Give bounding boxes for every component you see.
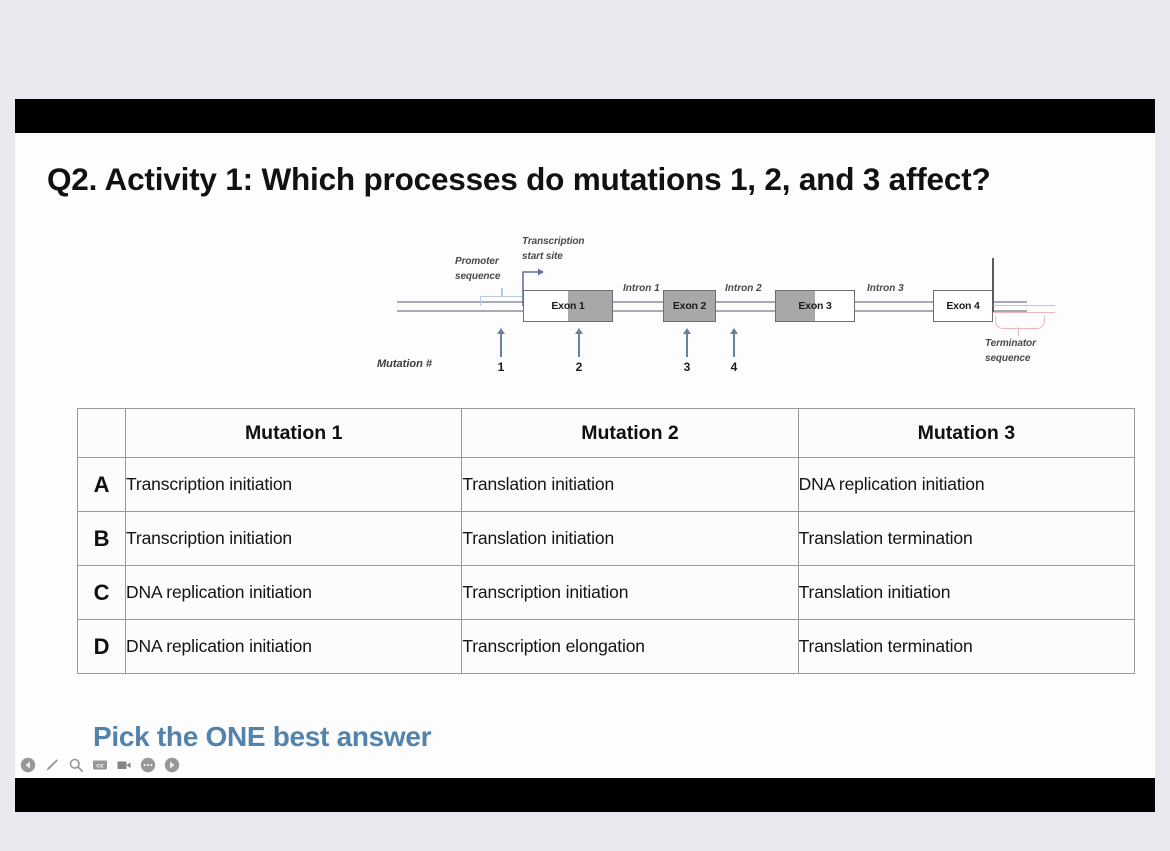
table-row[interactable]: A Transcription initiation Translation i… [76, 457, 1136, 512]
exon-2-label: Exon 2 [672, 300, 707, 312]
table-row[interactable]: C DNA replication initiation Transcripti… [76, 565, 1136, 620]
mutation-number-2: 2 [575, 360, 583, 374]
exon-4-label: Exon 4 [946, 300, 980, 312]
table-header-mutation-2: Mutation 2 [461, 408, 799, 458]
promoter-bracket [480, 296, 526, 306]
intron-2-label: Intron 2 [725, 283, 762, 294]
tss-label-line2: start site [522, 251, 563, 262]
option-d-mutation-3: Translation termination [797, 619, 1136, 674]
terminator-line-bottom [993, 312, 1055, 314]
table-row[interactable]: B Transcription initiation Translation i… [76, 511, 1136, 566]
promoter-bracket-stem [501, 288, 503, 297]
exon-1-shading [568, 291, 612, 321]
option-b-mutation-2: Translation initiation [461, 511, 799, 566]
exon-2-box: Exon 2 [663, 290, 716, 322]
exon-3-box: Exon 3 [775, 290, 855, 322]
promoter-label-line2: sequence [455, 271, 501, 282]
terminator-line-top [993, 305, 1055, 307]
mutation-arrow-4 [730, 328, 738, 357]
letterbox-top [15, 99, 1155, 133]
table-header-mutation-1: Mutation 1 [125, 408, 463, 458]
table-header-mutation-3: Mutation 3 [797, 408, 1136, 458]
mutation-arrow-2 [575, 328, 583, 357]
mutation-number-3: 3 [683, 360, 691, 374]
slide-title: Q2. Activity 1: Which processes do mutat… [47, 161, 991, 197]
table-header-row: Mutation 1 Mutation 2 Mutation 3 [76, 408, 1136, 458]
option-c-mutation-1: DNA replication initiation [125, 565, 463, 620]
video-player[interactable]: Q2. Activity 1: Which processes do mutat… [15, 99, 1155, 812]
terminator-bracket-stem [1018, 327, 1020, 336]
terminator-bracket [995, 316, 1045, 329]
exon-1-label: Exon 1 [551, 300, 585, 312]
next-slide-icon[interactable] [163, 757, 180, 774]
mutation-arrow-3 [683, 328, 691, 357]
option-a-mutation-1: Transcription initiation [125, 457, 463, 512]
previous-slide-icon[interactable] [19, 757, 36, 774]
video-icon[interactable] [115, 757, 132, 774]
option-c-mutation-2: Transcription initiation [461, 565, 799, 620]
exon-1-box: Exon 1 [523, 290, 613, 322]
option-a-mutation-2: Translation initiation [461, 457, 799, 512]
tss-label-line1: Transcription [522, 236, 585, 247]
table-corner-header [76, 408, 127, 458]
terminator-label-line1: Terminator [985, 338, 1036, 349]
zoom-icon[interactable] [67, 757, 84, 774]
option-d-mutation-2: Transcription elongation [461, 619, 799, 674]
presentation-control-bar[interactable]: cc [19, 755, 180, 775]
option-letter-b: B [76, 511, 127, 566]
closed-captions-icon[interactable]: cc [91, 757, 108, 774]
option-c-mutation-3: Translation initiation [797, 565, 1136, 620]
more-options-icon[interactable] [139, 757, 156, 774]
intron-3-label: Intron 3 [867, 283, 904, 294]
mutation-number-4: 4 [730, 360, 738, 374]
pick-best-answer-text: Pick the ONE best answer [93, 721, 432, 752]
option-letter-d: D [76, 619, 127, 674]
gene-structure-diagram: Promoter sequence Transcription start si… [355, 228, 1095, 393]
exon-3-label: Exon 3 [798, 300, 832, 312]
option-b-mutation-3: Translation termination [797, 511, 1136, 566]
promoter-label-line1: Promoter [455, 256, 499, 267]
mutation-arrow-1 [497, 328, 505, 357]
pen-icon[interactable] [43, 757, 60, 774]
mutation-axis-label: Mutation # [377, 358, 432, 370]
option-b-mutation-1: Transcription initiation [125, 511, 463, 566]
mutation-number-1: 1 [497, 360, 505, 374]
option-d-mutation-1: DNA replication initiation [125, 619, 463, 674]
option-a-mutation-3: DNA replication initiation [797, 457, 1136, 512]
answer-options-table: Mutation 1 Mutation 2 Mutation 3 A Trans… [76, 408, 1136, 674]
option-letter-c: C [76, 565, 127, 620]
intron-1-label: Intron 1 [623, 283, 660, 294]
table-row[interactable]: D DNA replication initiation Transcripti… [76, 619, 1136, 674]
exon-3-shading [776, 291, 815, 321]
slide-canvas: Q2. Activity 1: Which processes do mutat… [15, 133, 1155, 778]
exon-4-box: Exon 4 [933, 290, 993, 322]
terminator-tick [992, 258, 994, 312]
option-letter-a: A [76, 457, 127, 512]
svg-text:cc: cc [96, 762, 104, 770]
exon-2-shading [664, 291, 715, 321]
letterbox-bottom [15, 778, 1155, 812]
terminator-label-line2: sequence [985, 353, 1031, 364]
